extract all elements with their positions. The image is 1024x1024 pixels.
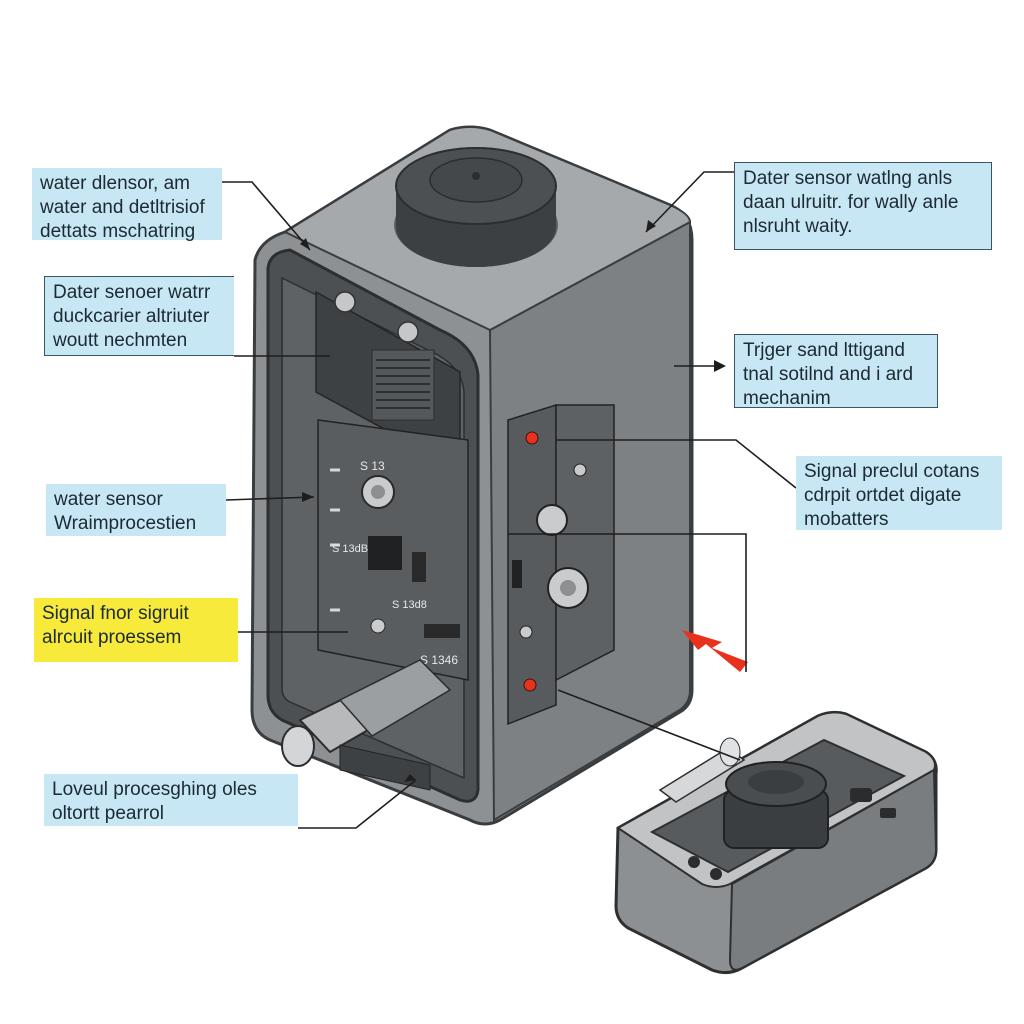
connector-icon	[424, 624, 460, 638]
callout-line: water sensor	[54, 489, 163, 510]
callout-signal-output: Signal preclul cotans cdrpit ortdet diga…	[796, 456, 1002, 530]
callout-line: alrcuit proessem	[42, 627, 182, 648]
callout-line: woutt nechmten	[53, 330, 188, 351]
callout-line: Signal fnor sigruit	[42, 603, 189, 624]
callout-line: Dater sensor watlng anls	[743, 168, 953, 189]
side-circuit-board	[507, 403, 615, 726]
board-mark-2: S 13dB	[332, 543, 368, 555]
callout-line: Loveul procesghing oles	[52, 779, 257, 800]
callout-line: Dater senoer watrr	[53, 282, 211, 303]
callout-line: nlsruht waity.	[743, 216, 853, 237]
led-indicator	[523, 678, 537, 692]
front-circuit-board	[317, 419, 469, 681]
callout-water-sensor-top-left: water dlensor, am water and detltrisiof …	[32, 168, 222, 242]
callout-line: oltortt pearrol	[52, 803, 164, 824]
red-arrow-icon	[682, 630, 748, 672]
callout-trigger-mechanism: Trjger sand lttigand tnal sotilnd and i …	[734, 334, 938, 409]
callout-level-processing: Loveul procesghing oles oltortt pearrol	[44, 774, 298, 826]
chip-icon	[368, 536, 402, 570]
callout-line: water dlensor, am	[40, 173, 190, 194]
callout-water-sensor-top-right: Dater sensor watlng anls daan ulruitr. f…	[734, 162, 992, 250]
callout-line: mechanim	[743, 388, 831, 409]
callout-line: cdrpit ortdet digate	[804, 485, 962, 506]
arrowheads	[300, 220, 726, 782]
callout-line: Signal preclul cotans	[804, 461, 980, 482]
callout-line: tnal sotilnd and i ard	[743, 364, 914, 385]
led-indicator	[525, 431, 539, 445]
callout-line: daan ulruitr. for wally anle	[743, 192, 959, 213]
leader-lines	[222, 171, 797, 829]
callout-line: water and detltrisiof	[40, 197, 205, 218]
board-mark-3: S 13d8	[392, 599, 427, 611]
upper-module	[315, 290, 461, 472]
callout-water-module: Dater senoer watrr duckcarier altriuter …	[44, 276, 234, 356]
bottom-shaft	[281, 659, 452, 791]
board-mark-4: S 1346	[420, 653, 458, 667]
callout-line: Wraimprocestien	[54, 513, 197, 534]
board-mark-1: S 13	[360, 459, 385, 473]
black-dial-cap	[394, 147, 558, 267]
callout-signal-circuit: Signal fnor sigruit alrcuit proessem	[34, 598, 238, 662]
callout-line: mobatters	[804, 509, 889, 530]
callout-line: dettats mschatring	[40, 221, 196, 242]
callout-water-sensor-processing: water sensor Wraimprocestien	[46, 484, 226, 536]
secondary-housing	[614, 710, 938, 975]
callout-line: duckcarier altriuter	[53, 306, 210, 327]
callout-line: Trjger sand lttigand	[743, 340, 905, 361]
